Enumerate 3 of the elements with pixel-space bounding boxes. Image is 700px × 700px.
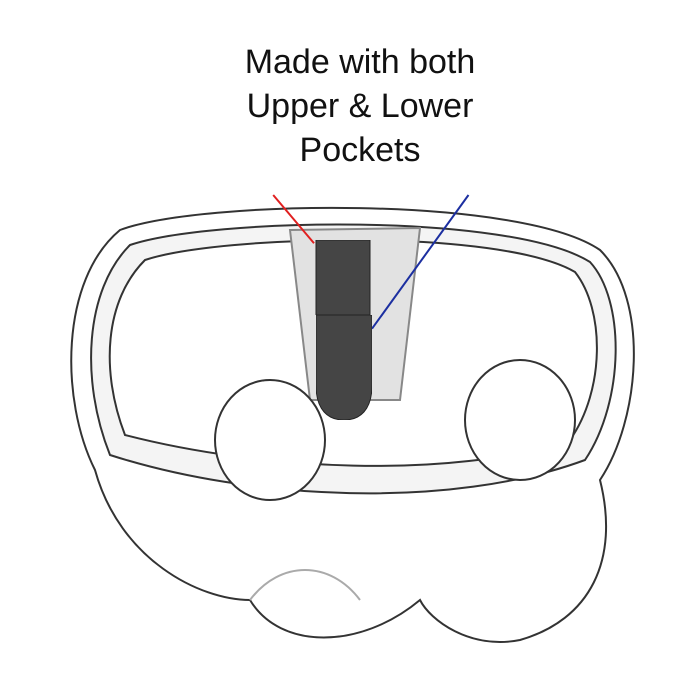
leader-line <box>371 194 470 330</box>
callout-text: Made with both Upper & Lower Pockets <box>205 40 515 195</box>
leader-line <box>272 194 315 244</box>
